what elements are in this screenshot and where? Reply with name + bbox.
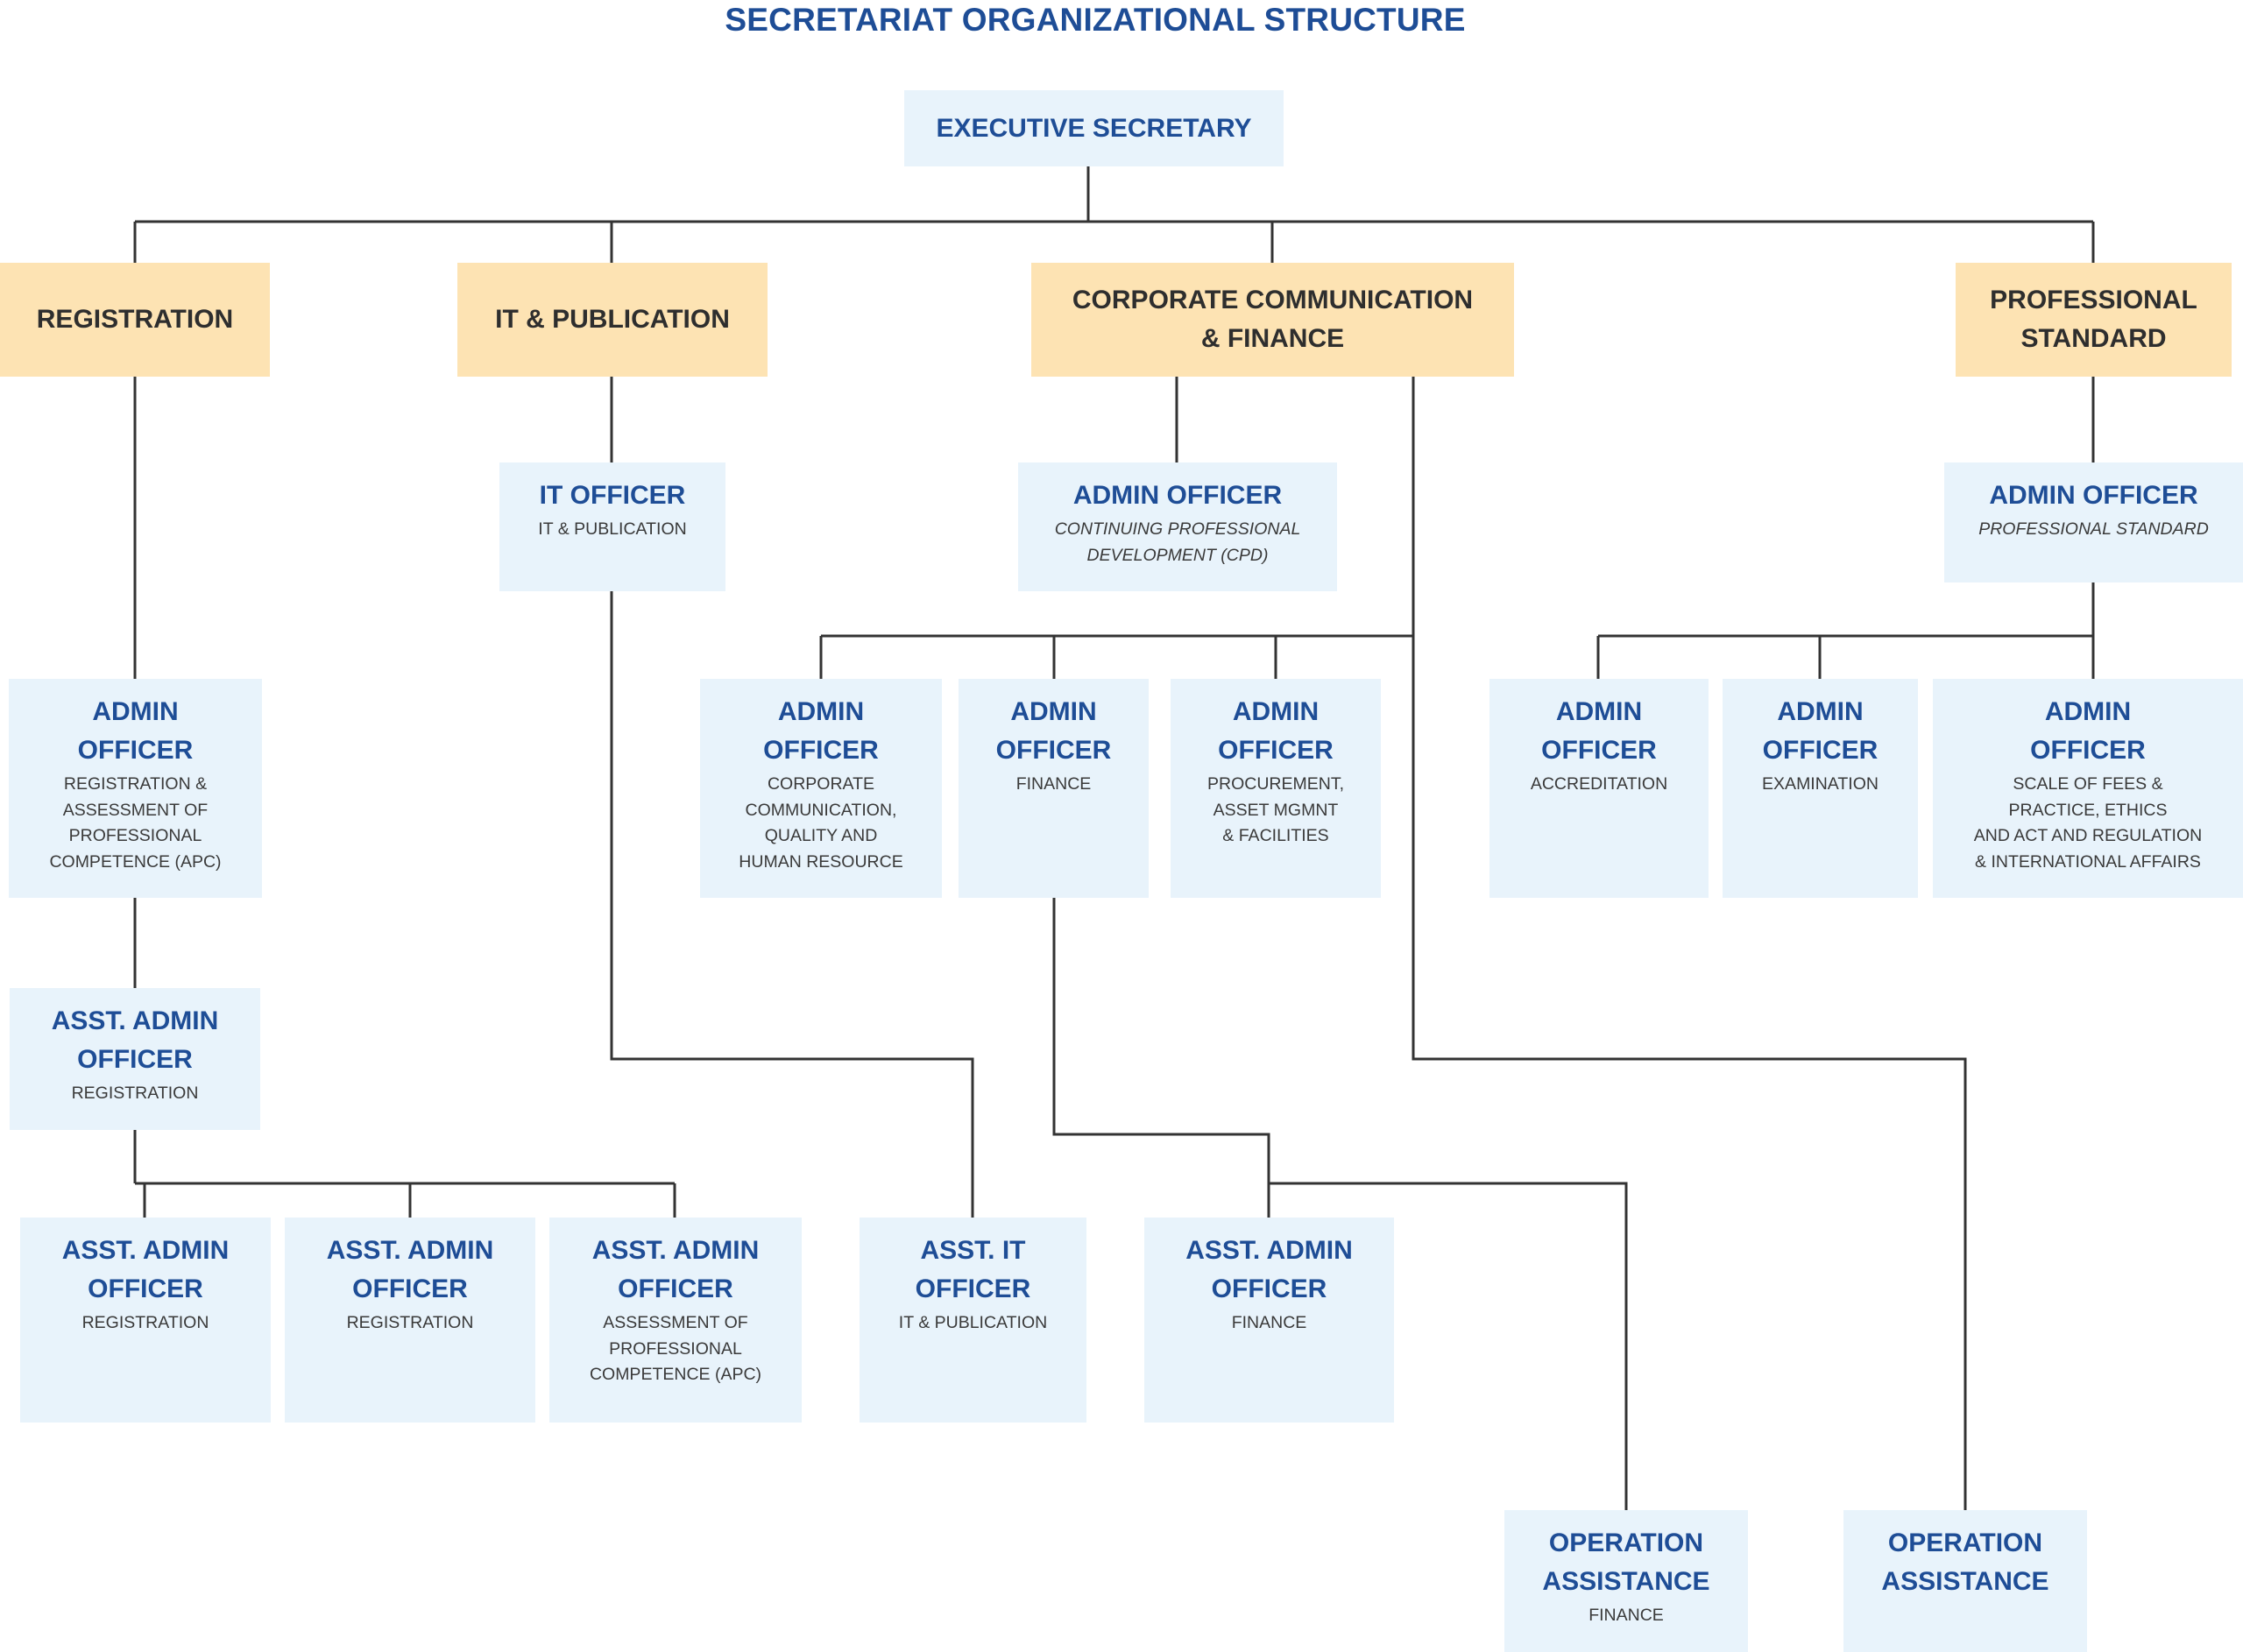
node-operation-assistance: OPERATION ASSISTANCE [1843, 1510, 2087, 1652]
node-subtitle: ASSESSMENT OF PROFESSIONAL COMPETENCE (A… [589, 1313, 762, 1384]
node-admin-officer-procurement: ADMIN OFFICER PROCUREMENT, ASSET MGMNT &… [1171, 679, 1381, 898]
node-admin-officer-examination: ADMIN OFFICER EXAMINATION [1723, 679, 1918, 898]
node-asst-admin-officer-registration-1: ASST. ADMIN OFFICER REGISTRATION [20, 1218, 271, 1423]
node-title: ASST. ADMIN OFFICER [326, 1236, 494, 1303]
node-admin-officer-accreditation: ADMIN OFFICER ACCREDITATION [1489, 679, 1709, 898]
node-it-officer: IT OFFICER IT & PUBLICATION [499, 462, 725, 591]
node-title: ASST. ADMIN OFFICER [1185, 1236, 1353, 1303]
node-subtitle: REGISTRATION [81, 1313, 209, 1332]
dept-title: PROFESSIONAL STANDARD [1990, 286, 2197, 353]
node-title: ADMIN OFFICER [77, 697, 194, 765]
node-title: ADMIN OFFICER [1989, 481, 2198, 510]
connector-it [610, 377, 974, 1218]
node-operation-assistance-finance: OPERATION ASSISTANCE FINANCE [1504, 1510, 1748, 1652]
node-subtitle: CORPORATE COMMUNICATION, QUALITY AND HUM… [739, 774, 903, 872]
dept-professional-standard: PROFESSIONAL STANDARD [1956, 263, 2232, 377]
node-title: ADMIN OFFICER [1072, 481, 1283, 510]
node-subtitle: SCALE OF FEES & PRACTICE, ETHICS AND ACT… [1973, 774, 2203, 872]
node-title: EXECUTIVE SECRETARY [936, 113, 1252, 143]
node-admin-officer-corporate: ADMIN OFFICER CORPORATE COMMUNICATION, Q… [700, 679, 942, 898]
node-title: ASST. ADMIN OFFICER [51, 1006, 219, 1074]
node-subtitle: FINANCE [1231, 1313, 1307, 1332]
connector-ccf [819, 377, 1967, 1510]
dept-title: IT & PUBLICATION [495, 305, 730, 334]
node-admin-officer-cpd: ADMIN OFFICER CONTINUING PROFESSIONAL DE… [1018, 462, 1337, 591]
node-title: ADMIN OFFICER [995, 697, 1112, 765]
node-subtitle: EXAMINATION [1762, 774, 1879, 794]
node-title: OPERATION ASSISTANCE [1881, 1528, 2049, 1596]
node-subtitle: REGISTRATION [346, 1313, 474, 1332]
node-admin-officer-fees-ethics: ADMIN OFFICER SCALE OF FEES & PRACTICE, … [1933, 679, 2243, 898]
dept-title: REGISTRATION [36, 305, 234, 334]
node-title: OPERATION ASSISTANCE [1542, 1528, 1710, 1596]
node-asst-it-officer: ASST. IT OFFICER IT & PUBLICATION [860, 1218, 1086, 1423]
node-subtitle: IT & PUBLICATION [898, 1313, 1048, 1332]
node-title: IT OFFICER [539, 481, 686, 510]
node-title: ADMIN OFFICER [2030, 697, 2146, 765]
node-admin-officer-professional-standard: ADMIN OFFICER PROFESSIONAL STANDARD [1944, 462, 2243, 582]
node-asst-admin-officer-registration-2: ASST. ADMIN OFFICER REGISTRATION [285, 1218, 535, 1423]
node-admin-officer-finance: ADMIN OFFICER FINANCE [959, 679, 1149, 898]
dept-it-publication: IT & PUBLICATION [457, 263, 768, 377]
node-asst-admin-officer-apc: ASST. ADMIN OFFICER ASSESSMENT OF PROFES… [549, 1218, 802, 1423]
connector-registration [133, 377, 676, 1218]
node-title: ADMIN OFFICER [1762, 697, 1879, 765]
connector-finance [1052, 898, 1628, 1510]
node-subtitle: FINANCE [1015, 774, 1092, 794]
dept-title: CORPORATE COMMUNICATION & FINANCE [1072, 286, 1474, 353]
dept-registration: REGISTRATION [0, 263, 270, 377]
dept-corporate-communication-finance: CORPORATE COMMUNICATION & FINANCE [1031, 263, 1514, 377]
node-executive-secretary: EXECUTIVE SECRETARY [904, 90, 1284, 166]
connector-ps [1596, 377, 2095, 679]
node-title: ADMIN OFFICER [1218, 697, 1334, 765]
node-subtitle: PROCUREMENT, ASSET MGMNT & FACILITIES [1206, 774, 1344, 845]
node-title: ADMIN OFFICER [1541, 697, 1657, 765]
node-subtitle: FINANCE [1588, 1606, 1664, 1625]
connector-exec-departments [133, 166, 2095, 263]
node-title: ASST. IT OFFICER [915, 1236, 1031, 1303]
node-admin-officer-registration: ADMIN OFFICER REGISTRATION & ASSESSMENT … [9, 679, 262, 898]
node-asst-admin-officer-registration: ASST. ADMIN OFFICER REGISTRATION [10, 988, 260, 1130]
node-subtitle: PROFESSIONAL STANDARD [1978, 519, 2209, 539]
node-title: ASST. ADMIN OFFICER [591, 1236, 760, 1303]
node-subtitle: CONTINUING PROFESSIONAL DEVELOPMENT (CPD… [1054, 519, 1301, 565]
node-subtitle: ACCREDITATION [1530, 774, 1668, 794]
node-subtitle: IT & PUBLICATION [538, 519, 687, 539]
chart-title: SECRETARIAT ORGANIZATIONAL STRUCTURE [725, 2, 1466, 38]
node-title: ASST. ADMIN OFFICER [61, 1236, 230, 1303]
node-asst-admin-officer-finance: ASST. ADMIN OFFICER FINANCE [1144, 1218, 1394, 1423]
node-subtitle: REGISTRATION & ASSESSMENT OF PROFESSIONA… [49, 774, 222, 872]
node-title: ADMIN OFFICER [763, 697, 879, 765]
node-subtitle: REGISTRATION [71, 1084, 199, 1103]
